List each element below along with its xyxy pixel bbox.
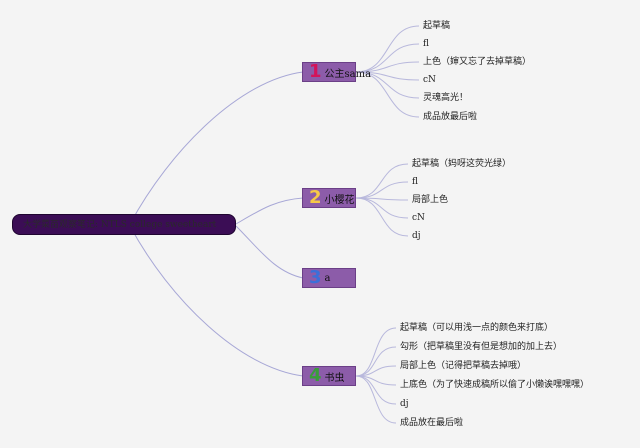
branch-2-item[interactable]: fl: [412, 177, 419, 187]
branch-number-1: 1: [309, 61, 322, 82]
branch-1-item[interactable]: 成品放最后啦: [423, 112, 478, 122]
branch-label-2: 小樱花: [324, 194, 355, 206]
leaf-connector-line: [355, 327, 397, 377]
branch-4-item[interactable]: 成品放在最后啦: [400, 418, 464, 428]
branch-2-item[interactable]: cN: [412, 213, 425, 223]
leaf-connector-line: [355, 365, 397, 377]
branch-1-item[interactable]: 起草稿: [423, 21, 451, 31]
branch-4-item[interactable]: 起草稿（可以用浅一点的颜色来打底）: [400, 323, 554, 333]
leaf-connector-line: [355, 181, 409, 199]
root-topic[interactable]: 大学菜苗观察笔记: NTLS college sweetheart: [12, 214, 236, 235]
branch-topic-2[interactable]: 2 小樱花: [302, 188, 356, 208]
branch-1-item[interactable]: 上色（婶又忘了去掉草稿）: [423, 57, 532, 67]
branch-1-item[interactable]: 灵魂高光！: [423, 93, 469, 103]
branch-topic-1[interactable]: 1 公主sama: [302, 61, 371, 82]
leaf-connector-line: [355, 346, 397, 377]
branch-1-item[interactable]: fl: [423, 39, 430, 49]
branch-label-1: 公主sama: [324, 68, 372, 80]
branch-4-item[interactable]: 勾形（把草稿里没有但是想加的加上去）: [400, 342, 563, 352]
root-to-branch-4-line: [129, 225, 304, 377]
branch-topic-3[interactable]: 3 a: [302, 268, 356, 288]
branch-number-4: 4: [309, 365, 322, 386]
branch-2-item[interactable]: dj: [412, 231, 421, 241]
root-to-branch-2-line: [235, 197, 304, 225]
branch-4-item[interactable]: 上底色（为了快速成稿所以偷了小懒诶嘿嘿嘿）: [400, 380, 590, 390]
branch-number-2: 2: [309, 187, 322, 208]
branch-number-3: 3: [309, 267, 322, 288]
leaf-connector-line: [355, 163, 409, 199]
leaf-connector-line: [355, 71, 420, 118]
branch-topic-4[interactable]: 4 书虫: [302, 366, 356, 386]
branch-4-item[interactable]: 局部上色（记得把草稿去掉哦）: [400, 361, 527, 371]
root-topic-label: 大学菜苗观察笔记: NTLS college sweetheart: [23, 220, 217, 230]
root-to-branch-3-line: [235, 225, 304, 279]
leaf-connector-line: [355, 197, 409, 237]
root-to-branch-1-line: [129, 71, 304, 225]
leaf-connector-line: [355, 375, 397, 424]
branch-2-item[interactable]: 起草稿（妈呀这荧光绿）: [412, 159, 512, 169]
leaf-connector-line: [355, 61, 420, 73]
branch-label-4: 书虫: [324, 372, 345, 384]
branch-4-item[interactable]: dj: [400, 399, 409, 409]
leaf-connector-line: [355, 71, 420, 99]
leaf-connector-line: [355, 197, 409, 219]
branch-2-item[interactable]: 局部上色: [412, 195, 449, 205]
leaf-connector-line: [355, 25, 420, 73]
leaf-connector-line: [355, 375, 397, 405]
branch-1-item[interactable]: cN: [423, 75, 436, 85]
branch-label-3: a: [324, 272, 331, 284]
